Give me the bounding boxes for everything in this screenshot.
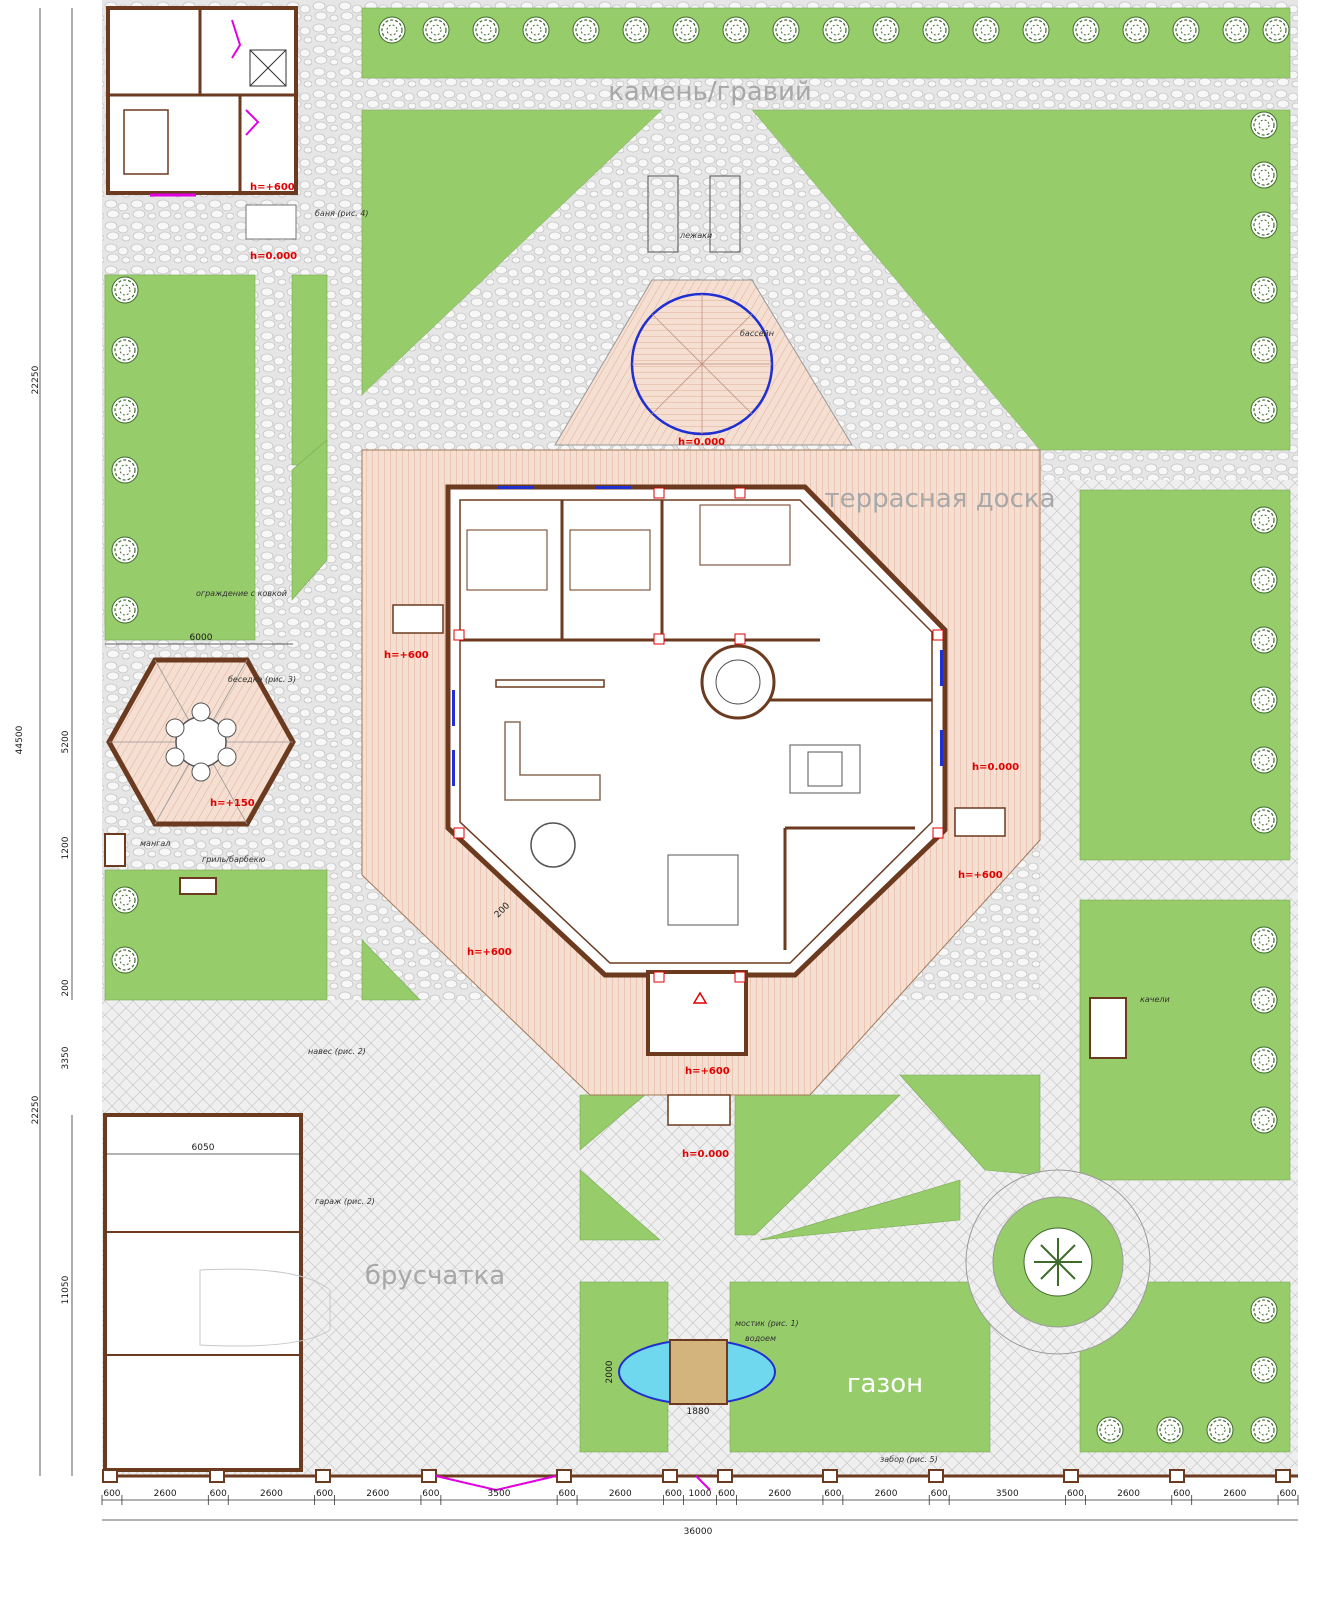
label-lawn: газон (847, 1369, 923, 1399)
level-west-terrace: h=+600 (384, 650, 429, 661)
level-east-terrace: h=+600 (958, 870, 1003, 881)
dim-segment: 600 (316, 1489, 333, 1499)
callout-pool: бассейн (740, 329, 774, 338)
callout-fence: забор (рис. 5) (880, 1455, 938, 1464)
dim-upper-height: 22250 (31, 365, 41, 394)
swing (1089, 997, 1127, 1059)
dim-segment: 600 (1279, 1489, 1296, 1499)
dim-segment: 2600 (609, 1489, 632, 1499)
dim-garage-length: 11050 (61, 1275, 71, 1304)
callout-brazier: мангал (140, 839, 170, 848)
dim-segment: 2600 (366, 1489, 389, 1499)
pond (618, 1339, 776, 1405)
dim-gazebo-width: 6000 (190, 633, 213, 643)
dim-segment: 2600 (1223, 1489, 1246, 1499)
dim-segment: 600 (559, 1489, 576, 1499)
level-marks: h=+600 h=0.000 h=0.000 h=+600 h=0.000 h=… (210, 182, 1019, 1160)
dim-segment: 3500 (996, 1489, 1019, 1499)
callout-fence-forged: ограждение с ковкой (196, 589, 287, 598)
dim-segment: 600 (210, 1489, 227, 1499)
dim-garage-width: 6050 (192, 1143, 215, 1153)
dim-segment: 600 (103, 1489, 120, 1499)
level-entrance-porch: h=+600 (685, 1066, 730, 1077)
label-paving: брусчатка (365, 1261, 505, 1291)
level-pool: h=0.000 (678, 437, 725, 448)
level-south-terrace: h=+600 (467, 947, 512, 958)
label-stone-gravel: камень/гравий (608, 77, 812, 107)
dim-gap-small: 200 (61, 979, 71, 996)
callout-bathhouse: баня (рис. 4) (315, 209, 369, 218)
dim-gazebo-lower: 1200 (61, 836, 71, 859)
callout-loungers: лежаки (679, 231, 712, 240)
bathhouse (106, 6, 298, 240)
dim-segment: 2600 (768, 1489, 791, 1499)
callouts: баня (рис. 4) лежаки бассейн ограждение … (140, 209, 1170, 1464)
dimension-lines (39, 8, 1298, 1521)
dim-segment: 600 (718, 1489, 735, 1499)
dim-gazebo-height: 5200 (61, 730, 71, 753)
dim-segment: 1000 (689, 1489, 712, 1499)
dim-segment: 600 (931, 1489, 948, 1499)
level-bath-floor: h=+600 (250, 182, 295, 193)
dim-segment: 600 (422, 1489, 439, 1499)
callout-canopy: навес (рис. 2) (308, 1047, 366, 1056)
house (445, 484, 948, 1056)
roundabout (965, 1169, 1151, 1355)
callout-swing: качели (1140, 995, 1170, 1004)
callout-gazebo: беседка (рис. 3) (228, 675, 296, 684)
dim-segment: 2600 (875, 1489, 898, 1499)
level-east-ground: h=0.000 (972, 762, 1019, 773)
stone-paths (362, 110, 1040, 470)
level-bath-ground: h=0.000 (250, 251, 297, 262)
label-terrace-board-1: террасная доска (824, 484, 1055, 514)
bottom-dimension-segments: 600 2600 600 2600 600 2600 600 3500 600 2600 600 10… (101, 1489, 1299, 1505)
level-entrance-ground: h=0.000 (682, 1149, 729, 1160)
dim-segment: 600 (1067, 1489, 1084, 1499)
callout-garage: гараж (рис. 2) (315, 1197, 375, 1206)
dim-segment: 2600 (154, 1489, 177, 1499)
dim-total-width: 36000 (684, 1527, 713, 1537)
garage (103, 1113, 331, 1472)
dim-segment: 2600 (260, 1489, 283, 1499)
dim-segment: 2600 (1117, 1489, 1140, 1499)
pool-deck (554, 279, 853, 446)
callout-pond: водоем (745, 1334, 776, 1343)
level-gazebo: h=+150 (210, 798, 255, 809)
dimension-text: 44500 22250 22250 5200 1200 200 3350 110… (15, 365, 713, 1537)
dim-pond-width: 2000 (605, 1360, 615, 1383)
dim-segment: 600 (1173, 1489, 1190, 1499)
dim-lower-height: 22250 (31, 1095, 41, 1124)
steps (392, 604, 1006, 1126)
gazebo (104, 657, 296, 895)
dim-segment: 3500 (488, 1489, 511, 1499)
dim-canopy-depth: 3350 (61, 1046, 71, 1069)
dim-total-height: 44500 (15, 725, 25, 754)
fence (102, 1469, 1298, 1492)
label-terrace-board: террасная доска (824, 484, 1055, 514)
dim-segment: 600 (824, 1489, 841, 1499)
callout-grill: гриль/барбекю (202, 855, 266, 864)
loungers (647, 175, 741, 253)
dim-bridge-width: 1880 (687, 1407, 710, 1417)
callout-bridge: мостик (рис. 1) (735, 1319, 799, 1328)
dim-segment: 600 (665, 1489, 682, 1499)
